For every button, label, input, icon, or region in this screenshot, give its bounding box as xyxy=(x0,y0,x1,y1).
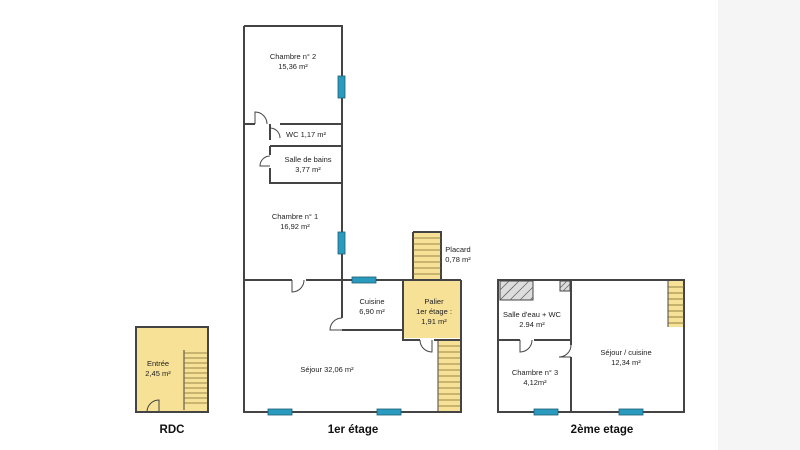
small-hatch xyxy=(559,280,571,292)
rdc-plan: Entrée 2,45 m² xyxy=(135,326,209,413)
second-stairs xyxy=(668,281,684,327)
window-sejour-left xyxy=(267,408,293,416)
door-sdb xyxy=(259,155,271,167)
palier-name: Palier xyxy=(424,297,444,306)
first-stairs-lower xyxy=(437,340,460,412)
cuisine-area: 6,90 m² xyxy=(359,307,385,316)
sdb-area: 3,77 m² xyxy=(295,165,321,174)
salle-eau-name: Salle d'eau + WC xyxy=(503,310,562,319)
sejour-label: Séjour 32,06 m² xyxy=(300,365,354,374)
sejour-cuisine-area: 12,34 m² xyxy=(611,358,641,367)
floor-label-rdc: RDC xyxy=(160,424,185,436)
door-palier xyxy=(419,339,433,353)
palier-room xyxy=(403,280,461,338)
chambre1-name: Chambre n° 1 xyxy=(272,212,318,221)
entree-door xyxy=(146,399,160,413)
wc-label: WC 1,17 m² xyxy=(286,130,327,139)
sdb-name: Salle de bains xyxy=(284,155,331,164)
window-chambre1 xyxy=(337,231,346,255)
palier-name2: 1er étage : xyxy=(416,307,452,316)
entree-area: 2,45 m² xyxy=(145,369,171,378)
placard-area: 0,78 m² xyxy=(445,255,471,264)
side-panel xyxy=(718,0,800,450)
sejour-cuisine-name: Séjour / cuisine xyxy=(600,348,651,357)
window-sejour-right xyxy=(376,408,402,416)
door-chambre2 xyxy=(254,111,268,125)
second-stairs-lines xyxy=(667,281,684,327)
placard-name: Placard xyxy=(445,245,470,254)
rdc-stairs xyxy=(183,350,207,410)
window-sejour-cuisine xyxy=(618,408,644,416)
chambre2-name: Chambre n° 2 xyxy=(270,52,316,61)
door-cuisine xyxy=(329,317,343,331)
salle-eau-area: 2.94 m² xyxy=(519,320,545,329)
door-salle-eau xyxy=(519,339,533,353)
cuisine-name: Cuisine xyxy=(359,297,384,306)
first-stairs-top xyxy=(413,237,441,275)
chambre1-area: 16,92 m² xyxy=(280,222,310,231)
floor-label-second: 2ème etage xyxy=(571,424,634,436)
door-chambre3 xyxy=(558,344,572,358)
palier-area: 1,91 m² xyxy=(421,317,447,326)
chambre3-name: Chambre n° 3 xyxy=(512,368,558,377)
first-floor-plan: Chambre n° 2 15,36 m² WC 1,17 m² Salle d… xyxy=(243,25,471,416)
window-cuisine xyxy=(351,276,377,284)
chambre2-area: 15,36 m² xyxy=(278,62,308,71)
door-chambre1 xyxy=(291,279,305,293)
window-chambre2 xyxy=(337,75,346,99)
chambre3-area: 4,12m² xyxy=(523,378,547,387)
floor-label-first: 1er étage xyxy=(328,424,379,436)
second-floor-plan: Salle d'eau + WC 2.94 m² Chambre n° 3 4,… xyxy=(497,279,685,416)
window-chambre3 xyxy=(533,408,559,416)
entree-name: Entrée xyxy=(147,359,169,368)
chimney-hatch xyxy=(499,280,534,301)
door-wc xyxy=(269,127,281,139)
